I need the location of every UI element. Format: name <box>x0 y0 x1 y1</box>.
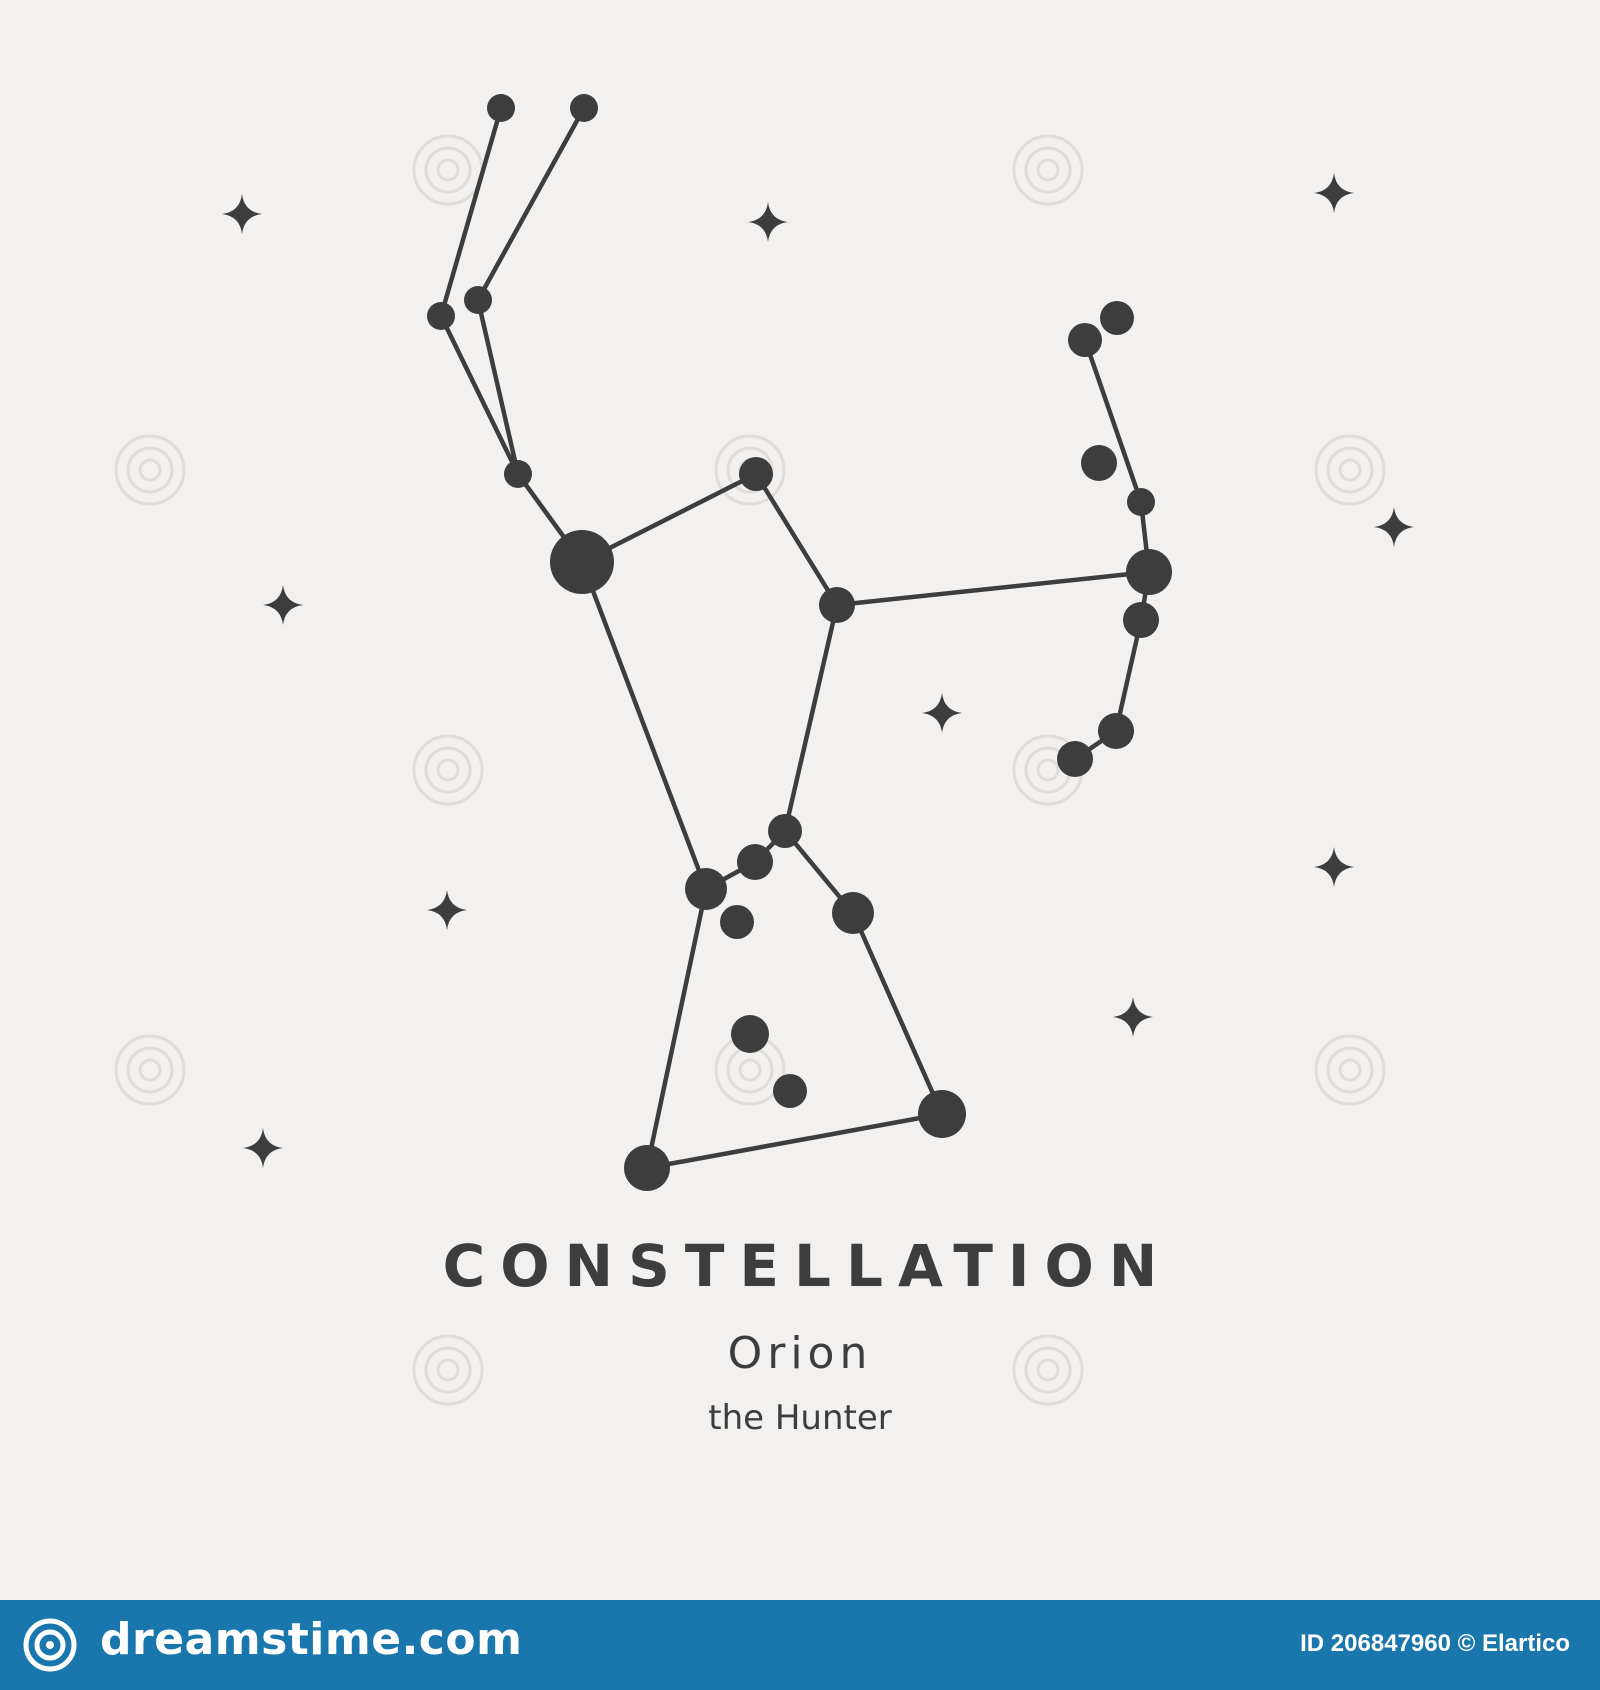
sparkle-icon <box>222 194 262 234</box>
star <box>737 844 773 880</box>
star <box>1100 301 1134 335</box>
sparkle-icon <box>1314 173 1354 213</box>
sparkle-icon <box>748 202 788 242</box>
star <box>464 286 492 314</box>
star-saiph <box>624 1145 670 1191</box>
constellation-nickname: the Hunter <box>708 1398 892 1438</box>
sparkle-icon <box>427 890 467 930</box>
sparkle-icon <box>1374 507 1414 547</box>
constellation-name: Orion <box>727 1328 873 1379</box>
star <box>773 1074 807 1108</box>
brand-name[interactable]: dreamstime.com <box>100 1614 523 1665</box>
sparkle-icon <box>1314 847 1354 887</box>
sparkle-icon <box>243 1128 283 1168</box>
star <box>685 868 727 910</box>
star <box>819 587 855 623</box>
constellation-stars <box>427 94 1172 1191</box>
star <box>487 94 515 122</box>
star <box>1098 713 1134 749</box>
heading: CONSTELLATION <box>442 1232 1173 1300</box>
watermark-pattern <box>114 134 1386 1406</box>
sparkle-icon <box>1113 997 1153 1037</box>
sparkle-decorations <box>222 173 1414 1168</box>
star <box>427 302 455 330</box>
star <box>1127 488 1155 516</box>
star <box>504 460 532 488</box>
star <box>731 1015 769 1053</box>
star <box>832 892 874 934</box>
image-credit: ID 206847960 © Elartico <box>1300 1630 1570 1657</box>
star <box>570 94 598 122</box>
constellation-diagram <box>114 94 1414 1406</box>
star <box>1126 549 1172 595</box>
star <box>1057 741 1093 777</box>
constellation-lines <box>438 105 1152 1171</box>
footer-bar: dreamstime.com ID 206847960 © Elartico <box>0 1600 1600 1690</box>
dreamstime-logo-icon <box>23 1618 77 1672</box>
star-bellatrix <box>739 457 773 491</box>
star <box>1081 445 1117 481</box>
star <box>720 905 754 939</box>
star <box>1123 602 1159 638</box>
star <box>1068 323 1102 357</box>
star-rigel <box>918 1090 966 1138</box>
star <box>768 814 802 848</box>
star-betelgeuse <box>550 530 614 594</box>
sparkle-icon <box>922 693 962 733</box>
sparkle-icon <box>263 585 303 625</box>
